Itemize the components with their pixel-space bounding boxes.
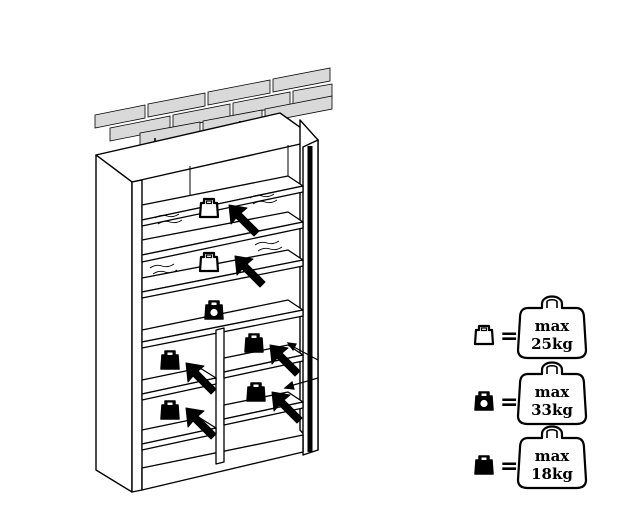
shelves — [141, 175, 304, 349]
cabinet-interior — [189, 145, 289, 196]
weight-outline-icon — [198, 251, 220, 273]
legend-row-1: = max 25kg — [473, 295, 588, 360]
weight-solid-icon — [474, 455, 494, 475]
weight-filled-hollow-icon — [474, 391, 494, 411]
legend-max-label: max — [535, 447, 571, 465]
legend-max-label: max — [535, 383, 571, 401]
legend-weight-value: 33kg — [531, 401, 573, 419]
weight-solid-icon — [160, 350, 180, 370]
legend-max-label: max — [535, 317, 571, 335]
legend-equals: = — [500, 454, 518, 479]
glass-marks — [149, 193, 283, 275]
brick-wall — [94, 67, 333, 147]
legend-row-2: = max 33kg — [474, 361, 588, 426]
legend-row-3: = max 18kg — [474, 425, 588, 490]
thin-arrows — [283, 342, 319, 390]
weight-filled-hollow-icon — [204, 300, 224, 320]
legend-equals: = — [500, 324, 518, 349]
legend-weight-value: 25kg — [531, 335, 573, 353]
weight-solid-icon — [244, 333, 264, 353]
weight-outline-icon — [473, 324, 495, 346]
legend-weight-value: 18kg — [531, 465, 573, 483]
weight-solid-icon — [160, 400, 180, 420]
weight-solid-icon — [246, 382, 266, 402]
legend: = max 25kg = max 33kg = max 18kg — [473, 295, 588, 490]
legend-equals: = — [500, 390, 518, 415]
